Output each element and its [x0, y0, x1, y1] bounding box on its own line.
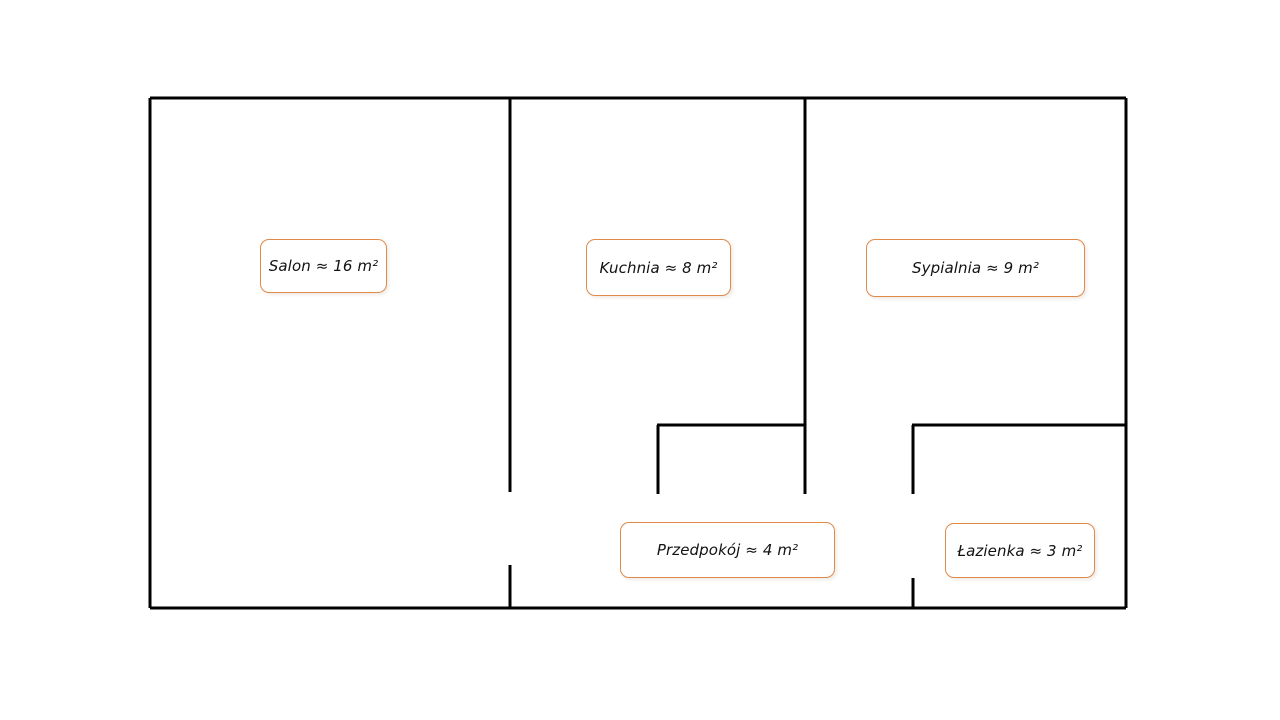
room-label-text-salon: Salon ≈ 16 m²: [268, 257, 379, 275]
room-label-text-lazienka: Łazienka ≈ 3 m²: [957, 541, 1083, 560]
room-label-sypialnia[interactable]: Sypialnia ≈ 9 m²: [866, 239, 1085, 297]
room-label-lazienka[interactable]: Łazienka ≈ 3 m²: [945, 523, 1095, 578]
outer-walls-group: [148, 96, 1128, 610]
room-label-text-kuchnia: Kuchnia ≈ 8 m²: [599, 258, 718, 277]
interior-walls-group: [508, 98, 1126, 608]
room-label-text-przedpokoj: Przedpokój ≈ 4 m²: [656, 541, 799, 559]
room-label-kuchnia[interactable]: Kuchnia ≈ 8 m²: [586, 239, 731, 296]
room-label-text-sypialnia: Sypialnia ≈ 9 m²: [912, 259, 1039, 277]
room-label-przedpokoj[interactable]: Przedpokój ≈ 4 m²: [620, 522, 835, 578]
room-label-salon[interactable]: Salon ≈ 16 m²: [260, 239, 387, 293]
